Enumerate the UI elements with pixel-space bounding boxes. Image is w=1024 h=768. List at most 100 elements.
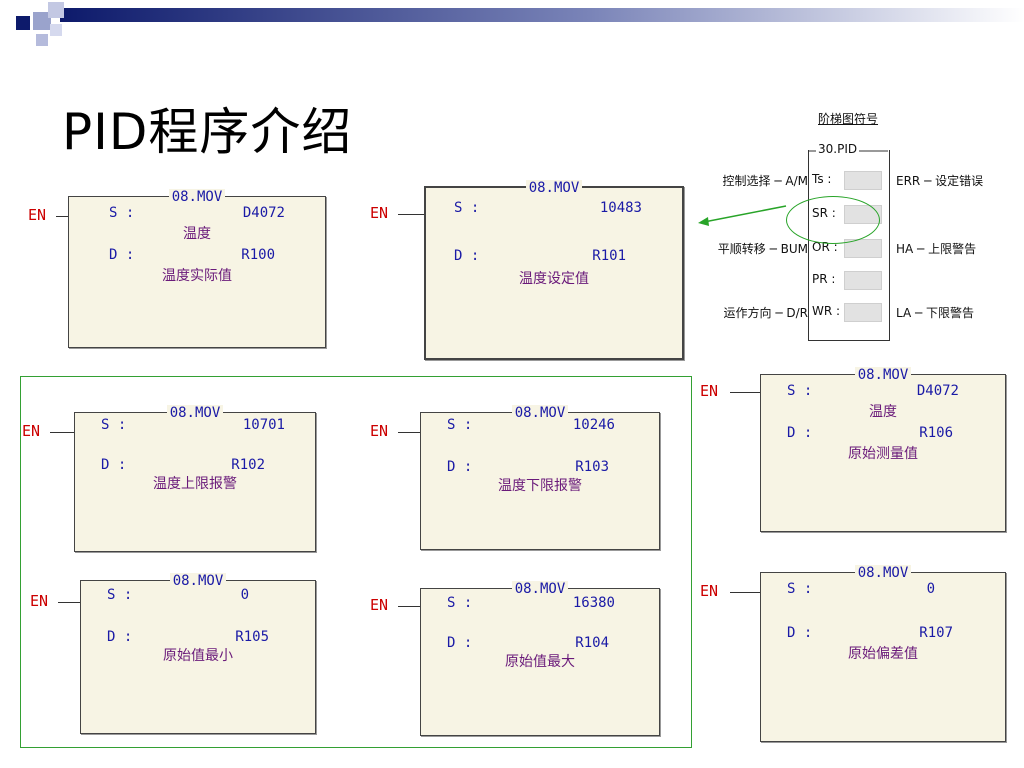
s-label: S :	[107, 587, 133, 603]
mov-title: 08.MOV	[166, 405, 224, 421]
en-label: EN	[28, 206, 47, 224]
s-label: S :	[447, 595, 473, 611]
slide-header-decoration	[16, 2, 1024, 46]
mov-block-6[interactable]: EN 08.MOV S : 16380 D : R104 原始值最大	[370, 581, 664, 738]
pid-symbol-diagram: 阶梯图符号 30.PID Ts : SR : OR : PR : WR : 控制…	[700, 110, 1000, 350]
en-wire	[398, 214, 424, 215]
en-wire	[730, 592, 760, 593]
mov-block-8[interactable]: EN 08.MOV S : 0 D : R107 原始偏差值	[700, 565, 1010, 744]
s-value: 0	[926, 581, 935, 597]
mov-title: 08.MOV	[511, 581, 569, 597]
en-wire	[730, 392, 760, 393]
d-value: R105	[235, 629, 269, 645]
mov-block-4[interactable]: EN 08.MOV S : 10246 D : R103 温度下限报警	[370, 405, 664, 554]
d-label: D :	[454, 248, 480, 264]
pid-box	[808, 150, 890, 341]
mov-title: 08.MOV	[168, 189, 226, 205]
d-label: D :	[787, 425, 813, 441]
pid-left-label-dr: 运作方向 ─ D/R	[723, 306, 808, 320]
mov-box: 08.MOV S : D4072 温度 D : R100 温度实际值	[68, 189, 326, 348]
s-description: 温度	[869, 404, 897, 420]
mov-title: 08.MOV	[854, 367, 912, 383]
mov-block-1[interactable]: EN 08.MOV S : D4072 温度 D : R100 温度实际值	[28, 189, 328, 352]
pid-left-label-bum: 平顺转移 ─ BUM	[717, 242, 808, 256]
en-wire	[58, 602, 80, 603]
s-label: S :	[447, 417, 473, 433]
en-label: EN	[370, 596, 389, 614]
d-description: 温度上限报警	[153, 476, 237, 492]
pid-name: 30.PID	[816, 142, 860, 156]
d-description: 温度设定值	[519, 271, 589, 287]
mov-box: 08.MOV S : D4072 温度 D : R106 原始测量值	[760, 367, 1006, 532]
group-frame	[20, 376, 692, 748]
en-label: EN	[370, 204, 389, 222]
mov-title: 08.MOV	[854, 565, 912, 581]
mov-box: 08.MOV S : 0 D : R107 原始偏差值	[760, 565, 1006, 742]
pid-row-ts: Ts :	[812, 172, 832, 186]
sr-arrow-icon	[698, 205, 787, 226]
en-label: EN	[30, 592, 49, 610]
en-label: EN	[22, 422, 41, 440]
pid-field-wr	[844, 303, 882, 322]
d-value: R106	[919, 425, 953, 441]
pid-left-label-am: 控制选择 ─ A/M	[722, 174, 808, 188]
s-value: 10701	[242, 417, 285, 433]
s-description: 温度	[183, 226, 211, 242]
d-value: R102	[231, 457, 265, 473]
en-label: EN	[370, 422, 389, 440]
s-value: D4072	[242, 205, 285, 221]
d-label: D :	[101, 457, 127, 473]
d-value: R103	[575, 459, 609, 475]
pid-right-label-err: ERR ─ 设定错误	[896, 174, 984, 188]
mov-title: 08.MOV	[511, 405, 569, 421]
d-label: D :	[447, 635, 473, 651]
en-label: EN	[700, 582, 719, 600]
mov-box: 08.MOV S : 10483 D : R101 温度设定值	[424, 180, 684, 360]
mov-title: 08.MOV	[525, 180, 583, 196]
d-description: 原始测量值	[848, 446, 918, 462]
pid-field-pr	[844, 271, 882, 290]
mov-block-3[interactable]: EN 08.MOV S : 10701 D : R102 温度上限报警	[22, 405, 318, 554]
d-description: 原始值最大	[505, 654, 575, 670]
d-value: R104	[575, 635, 609, 651]
s-label: S :	[454, 200, 480, 216]
pid-right-label-la: LA ─ 下限警告	[896, 306, 975, 320]
d-description: 温度实际值	[162, 268, 232, 284]
pid-right-label-ha: HA ─ 上限警告	[896, 242, 977, 256]
s-label: S :	[787, 581, 813, 597]
s-value: 10483	[599, 200, 642, 216]
mov-box: 08.MOV S : 10701 D : R102 温度上限报警	[74, 405, 316, 552]
slide-title: PID程序介绍	[62, 103, 353, 161]
d-label: D :	[109, 247, 135, 263]
s-value: 16380	[572, 595, 615, 611]
pid-row-pr: PR :	[812, 272, 836, 286]
d-value: R107	[919, 625, 953, 641]
d-description: 原始值最小	[163, 648, 233, 664]
mov-block-7[interactable]: EN 08.MOV S : D4072 温度 D : R106 原始测量值	[700, 367, 1010, 536]
en-wire	[56, 216, 68, 217]
s-label: S :	[787, 383, 813, 399]
mov-box: 08.MOV S : 0 D : R105 原始值最小	[80, 573, 316, 734]
d-description: 原始偏差值	[848, 646, 918, 662]
pid-field-ts	[844, 171, 882, 190]
en-wire	[398, 606, 420, 607]
d-label: D :	[107, 629, 133, 645]
mov-title: 08.MOV	[169, 573, 227, 589]
d-label: D :	[787, 625, 813, 641]
en-wire	[398, 432, 420, 433]
d-value: R100	[241, 247, 275, 263]
sr-highlight-ellipse	[786, 196, 880, 244]
pid-field-or	[844, 239, 882, 258]
d-description: 温度下限报警	[498, 478, 582, 494]
mov-block-5[interactable]: EN 08.MOV S : 0 D : R105 原始值最小	[30, 573, 320, 738]
en-wire	[50, 432, 74, 433]
mov-box: 08.MOV S : 10246 D : R103 温度下限报警	[420, 405, 660, 550]
pid-header: 阶梯图符号	[818, 112, 879, 126]
mov-box: 08.MOV S : 16380 D : R104 原始值最大	[420, 581, 660, 736]
s-value: 10246	[572, 417, 615, 433]
mov-block-2[interactable]: EN 08.MOV S : 10483 D : R101 温度设定值	[370, 180, 686, 360]
en-label: EN	[700, 382, 719, 400]
s-label: S :	[109, 205, 135, 221]
pid-row-wr: WR :	[812, 304, 841, 318]
s-label: S :	[101, 417, 127, 433]
